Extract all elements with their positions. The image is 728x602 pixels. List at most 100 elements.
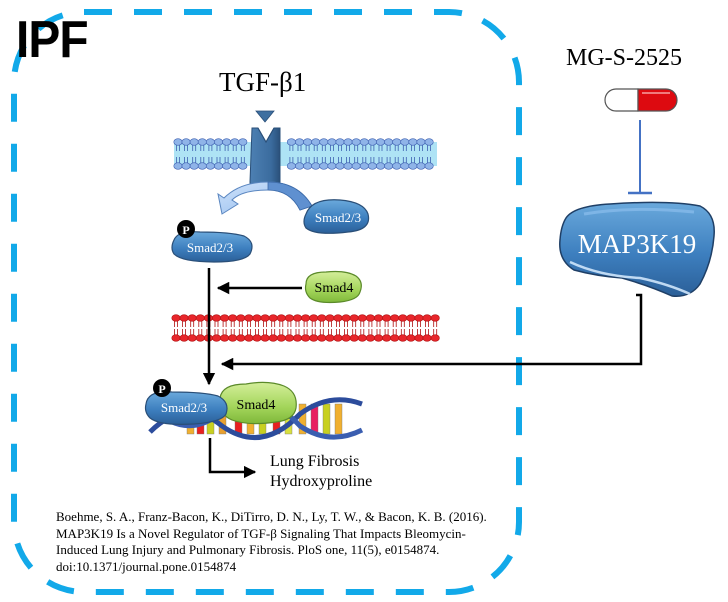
- lipid-head: [220, 314, 230, 322]
- lipid-head: [173, 162, 183, 170]
- phospho-badge-dna-icon: [153, 379, 171, 397]
- lipid-head: [309, 314, 319, 322]
- outcome-labels: Lung Fibrosis Hydroxyproline: [270, 452, 372, 492]
- lipid-head: [373, 314, 383, 322]
- lipid-head: [424, 138, 434, 146]
- lipid-head: [284, 314, 294, 322]
- lipid-head: [220, 334, 230, 342]
- lipid-head: [319, 162, 329, 170]
- tgf-beta-receptor: [249, 127, 281, 191]
- lipid-head: [416, 138, 426, 146]
- lipid-head: [260, 314, 270, 322]
- lipid-head: [205, 162, 215, 170]
- phospho-mark-dna: P: [158, 382, 165, 396]
- lipid-head: [333, 334, 343, 342]
- nuclear-membrane: [171, 314, 440, 342]
- lipid-head: [382, 314, 392, 322]
- lipid-head: [400, 138, 410, 146]
- lipid-head: [222, 138, 232, 146]
- lipid-head: [303, 162, 313, 170]
- lipid-head: [181, 162, 191, 170]
- lipid-head: [406, 314, 416, 322]
- citation-line: Boehme, S. A., Franz-Bacon, K., DiTirro,…: [56, 509, 487, 524]
- lipid-head: [406, 334, 416, 342]
- lipid-head: [333, 314, 343, 322]
- lipid-head: [212, 334, 222, 342]
- lipid-head: [359, 138, 369, 146]
- lipid-head: [325, 314, 335, 322]
- lipid-head: [414, 314, 424, 322]
- lipid-head: [187, 334, 197, 342]
- lipid-head: [230, 162, 240, 170]
- lipid-head: [228, 314, 238, 322]
- lipid-head: [375, 138, 385, 146]
- lipid-head: [171, 334, 181, 342]
- ligand-label: TGF-β1: [219, 67, 307, 97]
- lipid-head: [173, 138, 183, 146]
- lipid-head: [214, 138, 224, 146]
- lipid-head: [327, 138, 337, 146]
- lipid-head: [365, 334, 375, 342]
- lipid-head: [414, 334, 424, 342]
- smad4-dna-label: Smad4: [237, 398, 276, 413]
- lipid-head: [359, 162, 369, 170]
- lipid-head: [301, 334, 311, 342]
- lipid-head: [351, 162, 361, 170]
- lipid-head: [212, 314, 222, 322]
- panel-label: IPF: [16, 11, 89, 69]
- lipid-head: [214, 162, 224, 170]
- lipid-head: [357, 334, 367, 342]
- lipid-head: [357, 314, 367, 322]
- smad23-phospho-label: Smad2/3: [187, 240, 233, 255]
- lipid-head: [349, 334, 359, 342]
- smad4-free-protein: Smad4: [304, 270, 362, 304]
- lipid-head: [309, 334, 319, 342]
- lipid-head: [197, 162, 207, 170]
- citation-line: Induced Lung Injury and Pulmonary Fibros…: [56, 542, 440, 557]
- phosphorylation-arrow: [217, 181, 313, 215]
- citation: Boehme, S. A., Franz-Bacon, K., DiTirro,…: [56, 509, 526, 575]
- smad23-dna-label: Smad2/3: [161, 400, 207, 415]
- lipid-head: [392, 162, 402, 170]
- drug-capsule-icon: [604, 88, 678, 112]
- citation-line: MAP3K19 Is a Novel Regulator of TGF-β Si…: [56, 525, 466, 541]
- smad4-dna-protein: Smad4: [219, 381, 297, 425]
- lipid-head: [260, 334, 270, 342]
- outcome-hydroxyproline: Hydroxyproline: [270, 473, 373, 490]
- lipid-head: [187, 314, 197, 322]
- lipid-head: [390, 334, 400, 342]
- lipid-head: [375, 162, 385, 170]
- lipid-head: [222, 162, 232, 170]
- lipid-head: [311, 138, 321, 146]
- smad23-free-label: Smad2/3: [315, 210, 361, 225]
- lipid-head: [343, 138, 353, 146]
- outcome-arrow: [208, 438, 257, 479]
- cell-boundary-dashed-border: [11, 9, 522, 595]
- lipid-head: [351, 138, 361, 146]
- lipid-head: [367, 162, 377, 170]
- lipid-head: [195, 314, 205, 322]
- lipid-head: [398, 314, 408, 322]
- lipid-head: [349, 314, 359, 322]
- lipid-head: [294, 162, 304, 170]
- dna-base-pair: [334, 403, 343, 435]
- lipid-head: [311, 162, 321, 170]
- lipid-head: [276, 334, 286, 342]
- lipid-head: [365, 314, 375, 322]
- dna-base-pair: [322, 403, 331, 435]
- lipid-head: [179, 314, 189, 322]
- lipid-head: [205, 138, 215, 146]
- lipid-head: [367, 138, 377, 146]
- smad23-free-protein: Smad2/3: [303, 199, 370, 234]
- lipid-head: [384, 162, 394, 170]
- lipid-head: [430, 314, 440, 322]
- lipid-head: [400, 162, 410, 170]
- smad23-phospho-protein: Smad2/3 P: [171, 220, 253, 263]
- lipid-head: [335, 162, 345, 170]
- lipid-head: [252, 334, 262, 342]
- lipid-head: [317, 314, 327, 322]
- lipid-head: [373, 334, 383, 342]
- phospho-badge-icon: [177, 220, 195, 238]
- citation-line: doi:10.1371/journal.pone.0154874: [56, 558, 237, 574]
